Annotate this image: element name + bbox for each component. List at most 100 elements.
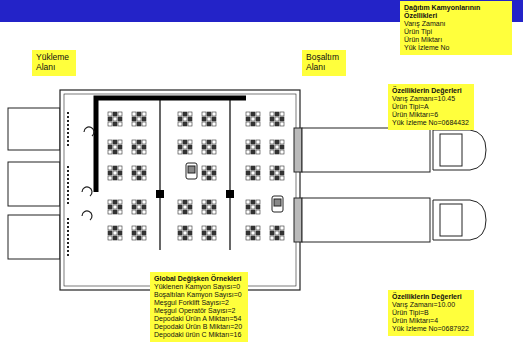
- box-line: Yüklenen Kamyon Sayısı=0: [154, 283, 244, 291]
- pallet: [142, 150, 146, 154]
- pallet: [212, 210, 216, 214]
- rail-block: [226, 190, 234, 198]
- loading-dock: [8, 162, 60, 206]
- pallet: [202, 205, 206, 209]
- pallet: [256, 122, 260, 126]
- pallet: [137, 145, 141, 149]
- pallet: [212, 176, 216, 180]
- pallet: [137, 117, 141, 121]
- pallet: [212, 122, 216, 126]
- pallet: [251, 236, 255, 240]
- pallet: [256, 171, 260, 175]
- pallet: [113, 145, 117, 149]
- pallet: [207, 166, 211, 170]
- pallet-rack: [246, 140, 260, 154]
- pallet: [142, 140, 146, 144]
- pallet: [178, 226, 182, 230]
- pallet: [212, 112, 216, 116]
- pallet: [132, 117, 136, 121]
- pallet: [251, 117, 255, 121]
- pallet: [183, 145, 187, 149]
- pallet: [251, 140, 255, 144]
- note-box: Boşaltım Alanı: [302, 50, 346, 76]
- pallet: [118, 226, 122, 230]
- pallet: [137, 140, 141, 144]
- pallet: [188, 205, 192, 209]
- pallet: [275, 122, 279, 126]
- pallet: [251, 200, 255, 204]
- pallet: [207, 176, 211, 180]
- pallet: [202, 210, 206, 214]
- pallet: [113, 176, 117, 180]
- pallet: [256, 176, 260, 180]
- pallet: [251, 122, 255, 126]
- pallet: [212, 171, 216, 175]
- pallet: [256, 200, 260, 204]
- box-line: Varış Zamanı: [404, 20, 508, 28]
- pallet: [246, 150, 250, 154]
- pallet-rack: [246, 226, 260, 240]
- pallet: [202, 200, 206, 204]
- pallet: [207, 200, 211, 204]
- pallet: [212, 166, 216, 170]
- pallet: [256, 140, 260, 144]
- pallet: [108, 122, 112, 126]
- box-line: Yük İzleme No: [404, 44, 508, 52]
- pallet: [275, 236, 279, 240]
- pallet: [113, 171, 117, 175]
- pallet-rack: [108, 112, 122, 126]
- pallet: [202, 112, 206, 116]
- pallet: [137, 226, 141, 230]
- pallet: [118, 205, 122, 209]
- pallet: [256, 117, 260, 121]
- pallet-rack: [202, 200, 216, 214]
- pallet: [188, 112, 192, 116]
- pallet: [137, 210, 141, 214]
- pallet: [251, 166, 255, 170]
- pallet: [118, 210, 122, 214]
- pallet: [137, 200, 141, 204]
- pallet: [118, 150, 122, 154]
- pallet: [108, 166, 112, 170]
- truck-trailer: [302, 198, 430, 242]
- pallet: [207, 117, 211, 121]
- pallet: [246, 200, 250, 204]
- pallet: [270, 145, 274, 149]
- pallet: [108, 117, 112, 121]
- pallet: [188, 200, 192, 204]
- pallet: [202, 122, 206, 126]
- pallet: [142, 122, 146, 126]
- door-swing: [82, 211, 92, 220]
- pallet-rack: [246, 200, 260, 214]
- pallet: [113, 226, 117, 230]
- pallet: [137, 150, 141, 154]
- pallet: [108, 112, 112, 116]
- pallet: [113, 231, 117, 235]
- pallet: [212, 117, 216, 121]
- pallet: [280, 171, 284, 175]
- box-line: Meşgul Forklift Sayısı=2: [154, 299, 244, 307]
- pallet: [142, 112, 146, 116]
- box-line: Yük İzleme No=0687922: [392, 325, 470, 333]
- pallet: [132, 200, 136, 204]
- pallet: [270, 231, 274, 235]
- pallet: [202, 226, 206, 230]
- pallet: [108, 140, 112, 144]
- pallet: [212, 226, 216, 230]
- pallet: [280, 231, 284, 235]
- pallet: [183, 140, 187, 144]
- pallet: [118, 112, 122, 116]
- pallet: [275, 171, 279, 175]
- pallet: [270, 140, 274, 144]
- box-heading: Dağıtım Kamyonlarının Özellikleri: [404, 4, 508, 20]
- pallet: [202, 171, 206, 175]
- pallet-rack: [246, 166, 260, 180]
- pallet: [132, 145, 136, 149]
- pallet: [142, 176, 146, 180]
- pallet: [118, 122, 122, 126]
- pallet-rack: [108, 166, 122, 180]
- pallet: [270, 236, 274, 240]
- pallet-rack: [202, 112, 216, 126]
- pallet: [280, 122, 284, 126]
- pallet-rack: [270, 226, 284, 240]
